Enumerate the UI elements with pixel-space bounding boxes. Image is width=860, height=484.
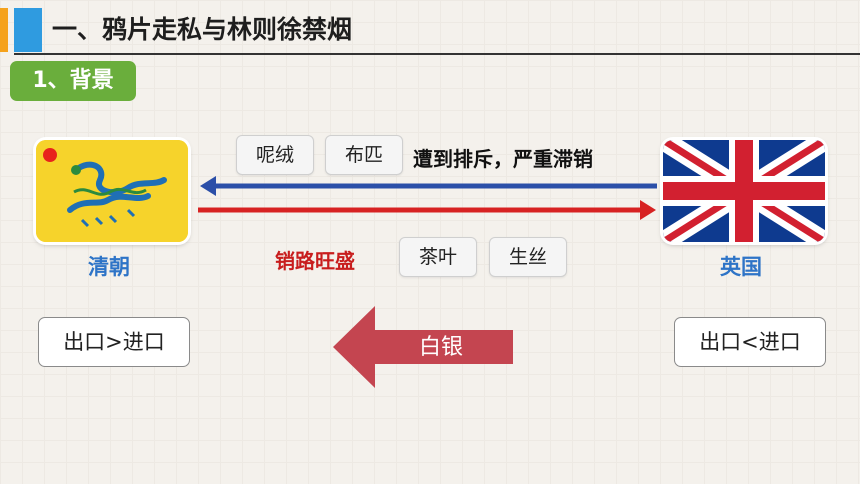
silver-arrow: [333, 306, 513, 388]
accent-strip-orange: [0, 8, 8, 52]
goods-tag-silk: 生丝: [489, 237, 567, 277]
union-jack-icon: [663, 140, 825, 242]
trade-balance-qing: 出口>进口: [38, 317, 190, 367]
chinese-goods-status: 销路旺盛: [275, 249, 355, 273]
british-goods-status: 遭到排斥，严重滞销: [413, 147, 593, 171]
accent-strip-blue: [14, 8, 42, 52]
country-label-qing: 清朝: [88, 255, 130, 279]
title-bar: 一、鸦片走私与林则徐禁烟: [0, 0, 860, 56]
qing-flag: [36, 140, 188, 242]
country-label-britain: 英国: [720, 255, 762, 279]
export-arrow: [198, 200, 656, 220]
goods-tag-woolen: 呢绒: [236, 135, 314, 175]
uk-flag: [663, 140, 825, 242]
goods-tag-tea: 茶叶: [399, 237, 477, 277]
goods-tag-cloth: 布匹: [325, 135, 403, 175]
import-arrow: [200, 176, 657, 196]
silver-label: 白银: [418, 335, 463, 360]
page-title: 一、鸦片走私与林则徐禁烟: [52, 15, 353, 44]
trade-balance-britain: 出口<进口: [674, 317, 826, 367]
section-tag: 1、背景: [10, 61, 136, 101]
title-underline: [14, 53, 860, 55]
dragon-flag-icon: [36, 140, 188, 242]
